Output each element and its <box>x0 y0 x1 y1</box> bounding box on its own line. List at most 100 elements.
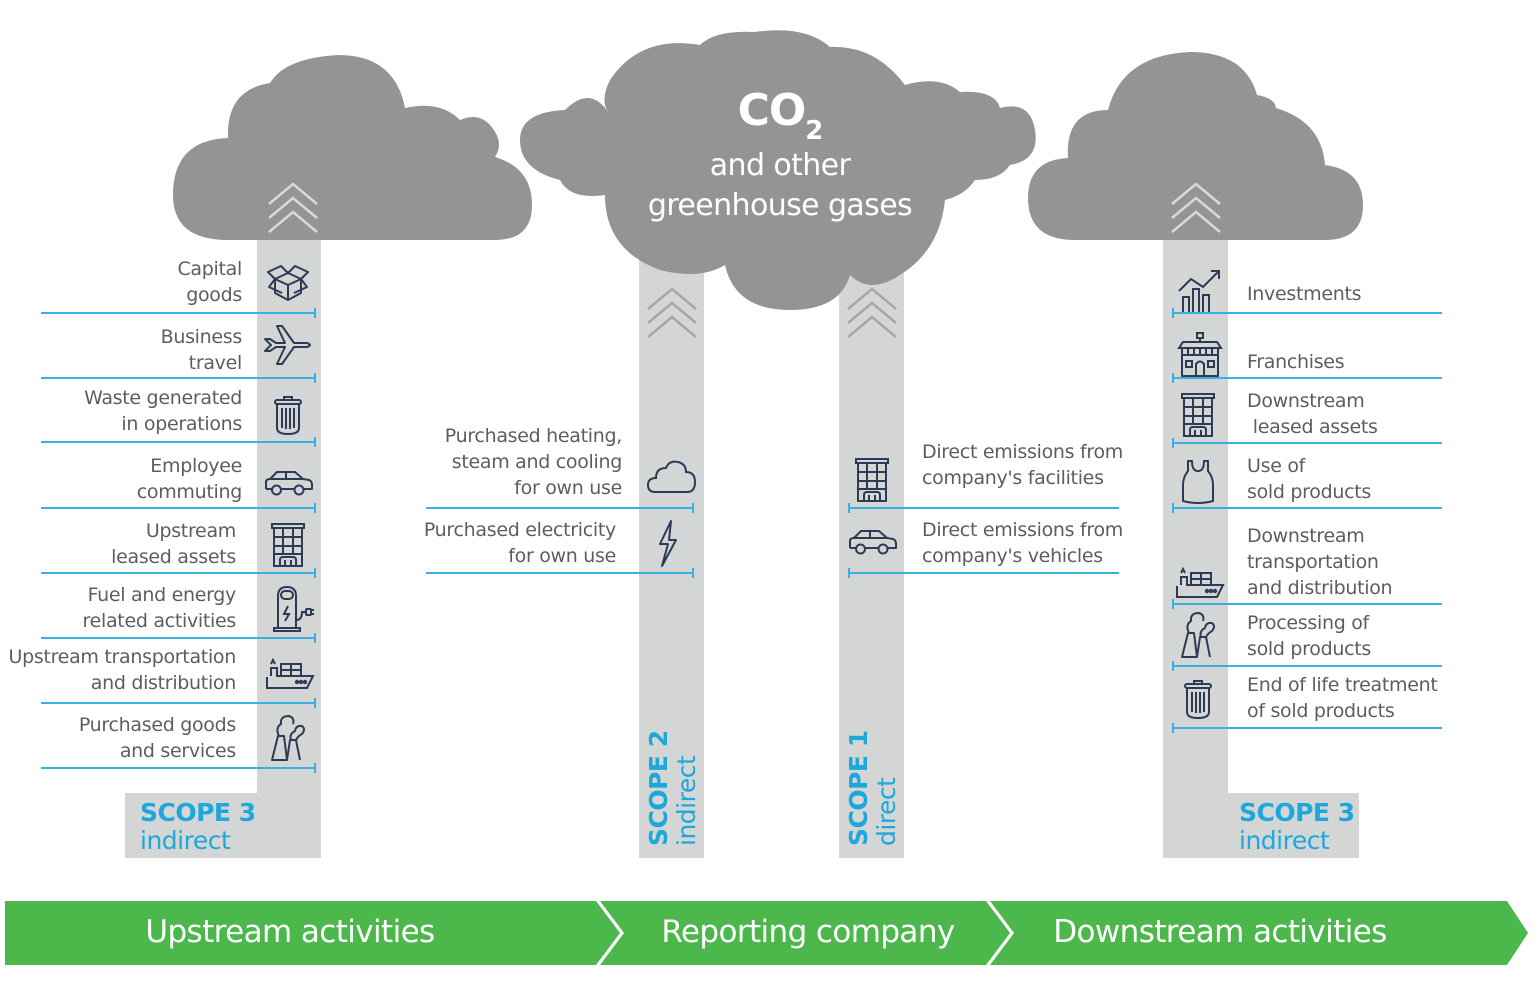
co2-main: CO <box>737 85 807 136</box>
scope-subtitle: indirect <box>140 826 231 855</box>
arrow-label-upstream: Upstream activities <box>145 914 435 950</box>
divider-tick <box>848 503 850 513</box>
divider-tick <box>1172 723 1174 733</box>
list-item-downstream-leased-assets: Downstream leased assets <box>1247 390 1378 438</box>
scope3-upstream-label: SCOPE 3 indirect <box>140 799 256 855</box>
divider-line <box>41 572 316 574</box>
scope2-label: SCOPE 2 indirect <box>644 730 701 846</box>
scope3-upstream-label-box <box>125 793 321 858</box>
arrow-upstream <box>5 901 620 965</box>
divider-line <box>1172 727 1442 729</box>
divider-line <box>41 767 316 769</box>
divider-line <box>41 702 316 704</box>
cloud-icon <box>645 450 699 504</box>
arrow-label-downstream: Downstream activities <box>1053 914 1387 950</box>
divider-tick <box>1172 661 1174 671</box>
divider-line <box>1172 442 1442 444</box>
divider-line <box>426 507 694 509</box>
divider-tick <box>314 698 316 708</box>
divider-line <box>1172 377 1442 379</box>
list-item-franchises: Franchises <box>1247 351 1345 373</box>
scope-title: SCOPE 3 <box>140 798 256 827</box>
tank-top-icon <box>1171 455 1225 509</box>
cargo-ship-icon <box>1173 553 1227 607</box>
storefront-icon <box>1173 328 1227 382</box>
office-building-icon <box>845 453 899 507</box>
cloud-left <box>173 52 1363 240</box>
chevron-up-icon <box>847 287 897 338</box>
divider-line <box>41 637 316 639</box>
value-chain-arrows <box>5 901 1528 965</box>
divider-line <box>41 441 316 443</box>
arrow-reporting <box>600 901 1010 965</box>
charging-station-icon <box>266 582 320 636</box>
divider-line <box>1172 603 1442 605</box>
divider-tick <box>314 373 316 383</box>
divider-line <box>426 572 694 574</box>
divider-tick <box>314 503 316 513</box>
cargo-ship-icon <box>263 644 317 698</box>
office-building-icon <box>261 518 315 572</box>
divider-line <box>41 507 316 509</box>
car-icon <box>261 455 315 509</box>
divider-tick <box>314 763 316 773</box>
divider-tick <box>1172 503 1174 513</box>
divider-tick <box>1172 373 1174 383</box>
divider-tick <box>314 633 316 643</box>
airplane-icon <box>261 318 315 372</box>
divider-line <box>1172 665 1442 667</box>
cloud-center <box>520 30 1036 311</box>
scope-subtitle: indirect <box>672 755 701 846</box>
office-building-icon <box>1171 388 1225 442</box>
divider-line <box>848 572 1119 574</box>
divider-line <box>41 312 316 314</box>
divider-line <box>1172 312 1442 314</box>
scope3-downstream-label-box <box>1163 793 1359 858</box>
divider-line <box>1172 507 1442 509</box>
factory-smokestack-icon <box>262 710 316 764</box>
list-item-investments: Investments <box>1247 283 1362 305</box>
divider-tick <box>848 568 850 578</box>
scope1-label: SCOPE 1 direct <box>844 730 901 846</box>
chevron-up-icon <box>268 182 318 233</box>
divider-line <box>848 507 1119 509</box>
scope-title: SCOPE 3 <box>1239 798 1355 827</box>
cloud-line-2: greenhouse gases <box>647 188 913 223</box>
lightning-bolt-icon <box>641 516 695 570</box>
co2-formula: CO2 <box>700 80 860 162</box>
car-icon <box>845 514 899 568</box>
arrow-downstream <box>990 901 1528 965</box>
divider-tick <box>314 308 316 318</box>
divider-tick <box>692 568 694 578</box>
divider-tick <box>692 503 694 513</box>
scope-title: SCOPE 1 <box>844 730 873 846</box>
chevron-up-icon <box>647 287 697 338</box>
factory-smokestack-icon <box>1172 607 1226 661</box>
divider-tick <box>1172 438 1174 448</box>
co2-subscript: 2 <box>805 116 823 146</box>
divider-tick <box>1172 599 1174 609</box>
scope-subtitle: indirect <box>1239 826 1330 855</box>
arrow-label-reporting: Reporting company <box>661 914 955 950</box>
scope-title: SCOPE 2 <box>644 730 673 846</box>
chevron-up-icon <box>1171 182 1221 233</box>
trash-bin-icon <box>261 388 315 442</box>
pillar-scope2 <box>639 250 704 858</box>
divider-tick <box>314 568 316 578</box>
divider-line <box>41 377 316 379</box>
divider-tick <box>314 437 316 447</box>
